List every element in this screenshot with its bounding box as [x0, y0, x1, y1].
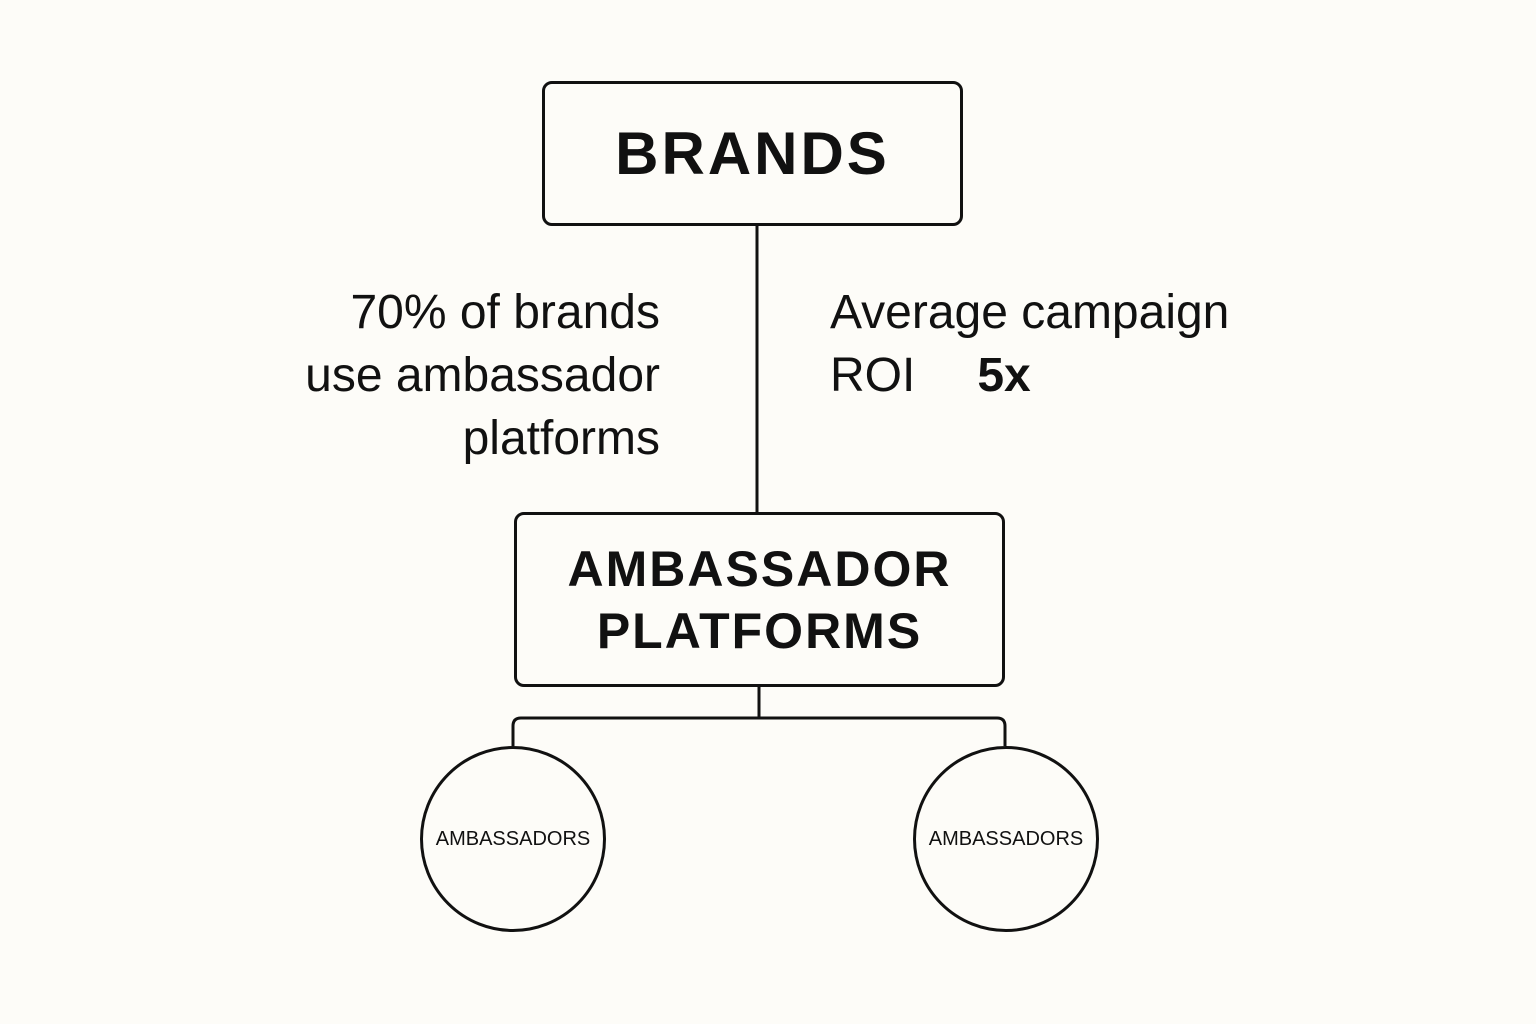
roi-note: Average campaign ROI 5x — [830, 281, 1350, 407]
platforms-label-line-2: PLATFORMS — [596, 602, 923, 659]
roi-label: ROI — [830, 349, 916, 402]
platforms-label-line-1: AMBASSADOR — [567, 540, 952, 597]
ambassadors-label-left: AMBASSADORS — [435, 827, 591, 850]
brands-label: BRANDS — [615, 120, 890, 187]
brands-node: BRANDS — [542, 81, 963, 226]
ambassadors-label-right: AMBASSADORS — [928, 827, 1084, 850]
roi-value: 5x — [977, 349, 1031, 402]
ambassadors-node-right: AMBASSADORS — [913, 746, 1099, 932]
brands-usage-note: 70% of brands use ambassador platforms — [240, 281, 660, 470]
connector-branch — [511, 716, 1007, 746]
ambassador-platforms-node: AMBASSADOR PLATFORMS — [514, 512, 1005, 687]
brands-usage-line-3: platforms — [462, 412, 660, 465]
ambassadors-node-left: AMBASSADORS — [420, 746, 606, 932]
roi-row: ROI 5x — [830, 344, 1350, 407]
roi-line-1: Average campaign — [830, 286, 1230, 339]
brands-usage-line-2: use ambassador — [305, 349, 660, 402]
brands-usage-line-1: 70% of brands — [350, 286, 660, 339]
